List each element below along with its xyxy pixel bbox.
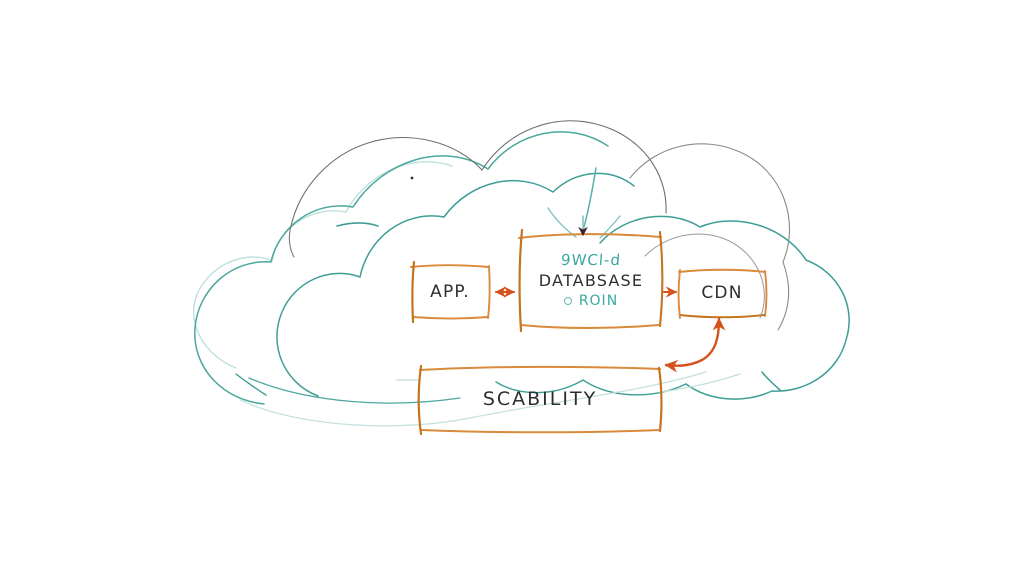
app-box-outline[interactable] (410, 260, 491, 324)
cloud-tick-bottom-right (761, 371, 781, 391)
cloud-stroke-into-db (582, 167, 597, 231)
cloud-stroke-through-right (659, 373, 741, 393)
cloud-outer-left (194, 131, 609, 405)
cdn-box-outline[interactable] (677, 268, 768, 319)
cloud-right-gray (629, 143, 790, 331)
cloud-right-teal (599, 215, 850, 400)
cloud-tick-bottom-left (235, 373, 267, 396)
cloud-bottom-faint (239, 371, 707, 427)
cloud-top-gray (290, 120, 667, 227)
cloud-inner-left (276, 172, 635, 397)
cloud-right-gray-lobe (644, 233, 765, 319)
cloud-stroke-right-of-arrow (599, 215, 621, 239)
cloud-top-gray-tail (288, 225, 295, 258)
pen-dot-mark (410, 176, 414, 180)
cloud-joint-upper-left (336, 222, 379, 227)
cloud-bottom-mid-teal (248, 377, 461, 404)
arrow-scalability-cdn-curve (664, 317, 726, 373)
cloud-bottom-right-teal (495, 379, 687, 396)
database-box-outline[interactable] (518, 228, 664, 333)
scalability-box-outline[interactable] (417, 364, 663, 436)
